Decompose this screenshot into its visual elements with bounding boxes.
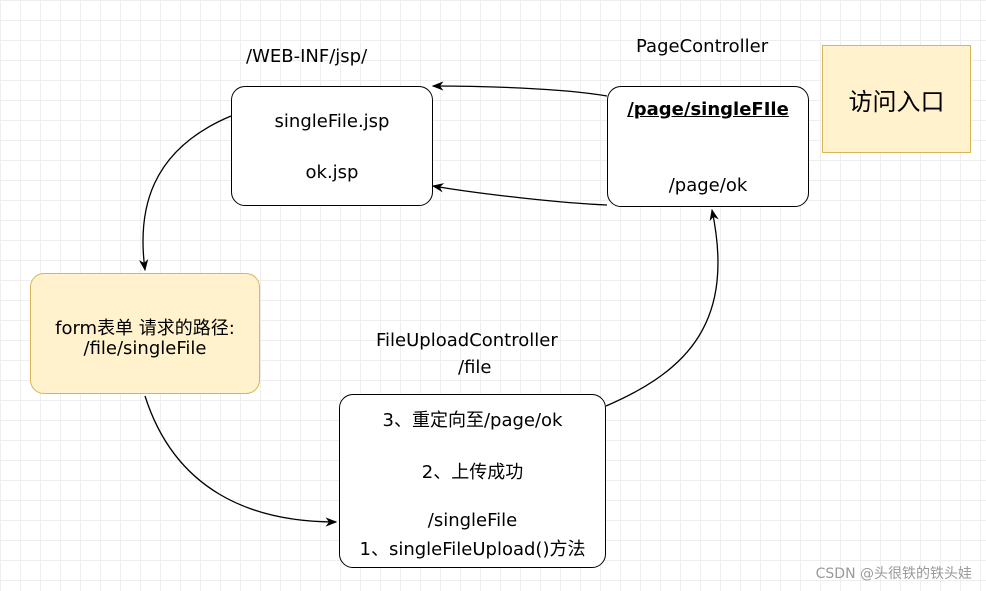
form-box: form表单 请求的路径: /file/singleFile (30, 273, 260, 394)
upload-step-method: 1、singleFileUpload()方法 (359, 539, 586, 560)
upload-controller-path: /file (458, 357, 492, 378)
upload-controller-label: FileUploadController (376, 330, 558, 351)
arrow-jsp-to-form (138, 115, 232, 272)
jsp-singlefile-text: singleFile.jsp (274, 111, 390, 132)
upload-step-redirect: 3、重定向至/page/ok (382, 410, 563, 431)
page-ok-route: /page/ok (668, 175, 748, 196)
arrow-page-to-singlefile-jsp (431, 81, 608, 97)
arrow-upload-redirect-to-page-ok (605, 208, 719, 407)
watermark: CSDN @头很铁的铁头娃 (815, 566, 972, 582)
entry-note-text: 访问入口 (848, 87, 945, 116)
form-path-desc: form表单 请求的路径: (55, 318, 235, 339)
entry-note: 访问入口 (822, 45, 971, 153)
jsp-ok-text: ok.jsp (305, 162, 359, 183)
page-controller-box: /page/singleFIle /page/ok (607, 86, 809, 207)
jsp-box: singleFile.jsp ok.jsp (231, 86, 433, 206)
upload-route: /singleFile (427, 510, 518, 531)
upload-step-success: 2、上传成功 (421, 462, 524, 483)
page-controller-label: PageController (636, 36, 769, 57)
upload-controller-box: 3、重定向至/page/ok 2、上传成功 /singleFile 1、sing… (339, 394, 606, 568)
arrow-page-to-ok-jsp (431, 183, 608, 206)
form-path-value: /file/singleFile (83, 338, 207, 359)
jsp-dir-label: /WEB-INF/jsp/ (246, 46, 368, 67)
arrow-form-to-upload (144, 395, 338, 527)
page-singlefile-route: /page/singleFIle (627, 99, 789, 120)
